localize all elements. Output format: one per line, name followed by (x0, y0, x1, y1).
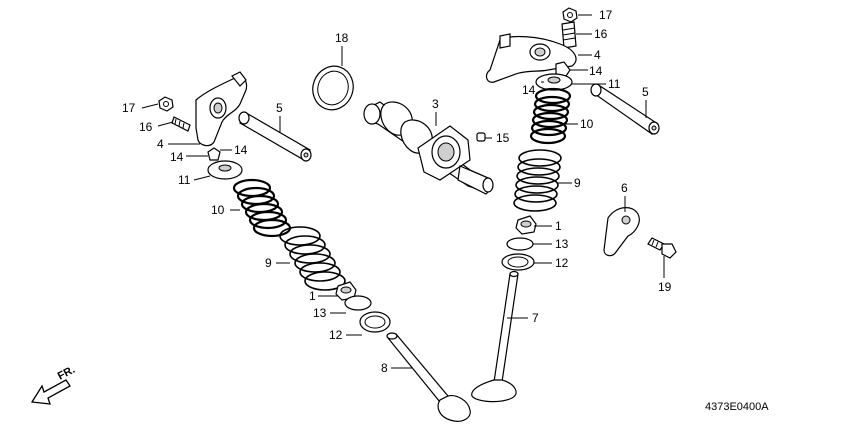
callout-14-left-b: 14 (234, 143, 248, 157)
callout-11-left: 11 (178, 173, 191, 187)
callout-12-right: 12 (555, 256, 569, 270)
callout-12-left: 12 (329, 328, 343, 342)
callout-4-right: 4 (594, 48, 601, 62)
callout-7: 7 (532, 311, 539, 325)
right-seat-12 (501, 253, 535, 271)
left-washer-13 (344, 295, 372, 311)
callout-16-right: 16 (594, 27, 608, 41)
front-arrow-icon (30, 379, 71, 405)
bolt-19 (647, 237, 677, 259)
callout-10-right: 10 (580, 117, 594, 131)
callout-13-left: 13 (313, 306, 327, 320)
left-inner-spring-9 (279, 226, 346, 291)
callout-5-right: 5 (642, 85, 649, 99)
right-washer-13 (506, 237, 534, 251)
callout-17-right: 17 (599, 8, 613, 22)
front-direction-indicator: FR. (30, 364, 77, 405)
callout-numbers: 17 16 4 14 14 11 5 10 9 1 13 12 7 6 19 1… (122, 8, 672, 375)
right-stem-seal-1 (515, 215, 537, 235)
right-inner-spring-9 (513, 149, 562, 212)
dowel-pin-15 (476, 132, 486, 142)
camshaft-3 (363, 101, 494, 195)
intake-valve-8 (386, 332, 471, 422)
callout-18: 18 (335, 31, 349, 45)
left-seat-12 (359, 311, 391, 333)
callout-3: 3 (432, 97, 439, 111)
callout-15: 15 (496, 131, 510, 145)
callout-13-right: 13 (555, 237, 569, 251)
callout-14-right-a: 14 (589, 64, 603, 78)
gasket-18 (312, 65, 354, 111)
right-valve-assembly (485, 7, 660, 135)
left-valve-assembly (158, 71, 312, 180)
callout-11-right: 11 (608, 77, 621, 91)
callout-16-left: 16 (139, 120, 153, 134)
drawing-code: 4373E0400A (705, 401, 769, 413)
callout-19: 19 (658, 280, 672, 294)
callout-1-right: 1 (555, 219, 562, 233)
callout-6: 6 (621, 181, 628, 195)
callout-10-left: 10 (211, 203, 225, 217)
front-label: FR. (56, 364, 77, 383)
callout-17-left: 17 (122, 101, 136, 115)
callout-8: 8 (381, 361, 388, 375)
callout-1-left: 1 (309, 289, 316, 303)
callout-9-left: 9 (265, 256, 272, 270)
left-outer-spring-10 (232, 178, 292, 238)
guide-plate-6 (603, 207, 640, 257)
callout-9-right: 9 (574, 176, 581, 190)
exhaust-valve-7 (471, 270, 519, 403)
callout-14-left-a: 14 (170, 150, 184, 164)
right-outer-spring-10 (529, 87, 572, 145)
callout-4-left: 4 (157, 137, 164, 151)
callout-5-left: 5 (276, 101, 283, 115)
callout-14-right-b: 14 (522, 83, 536, 97)
leader-lines (141, 14, 665, 369)
